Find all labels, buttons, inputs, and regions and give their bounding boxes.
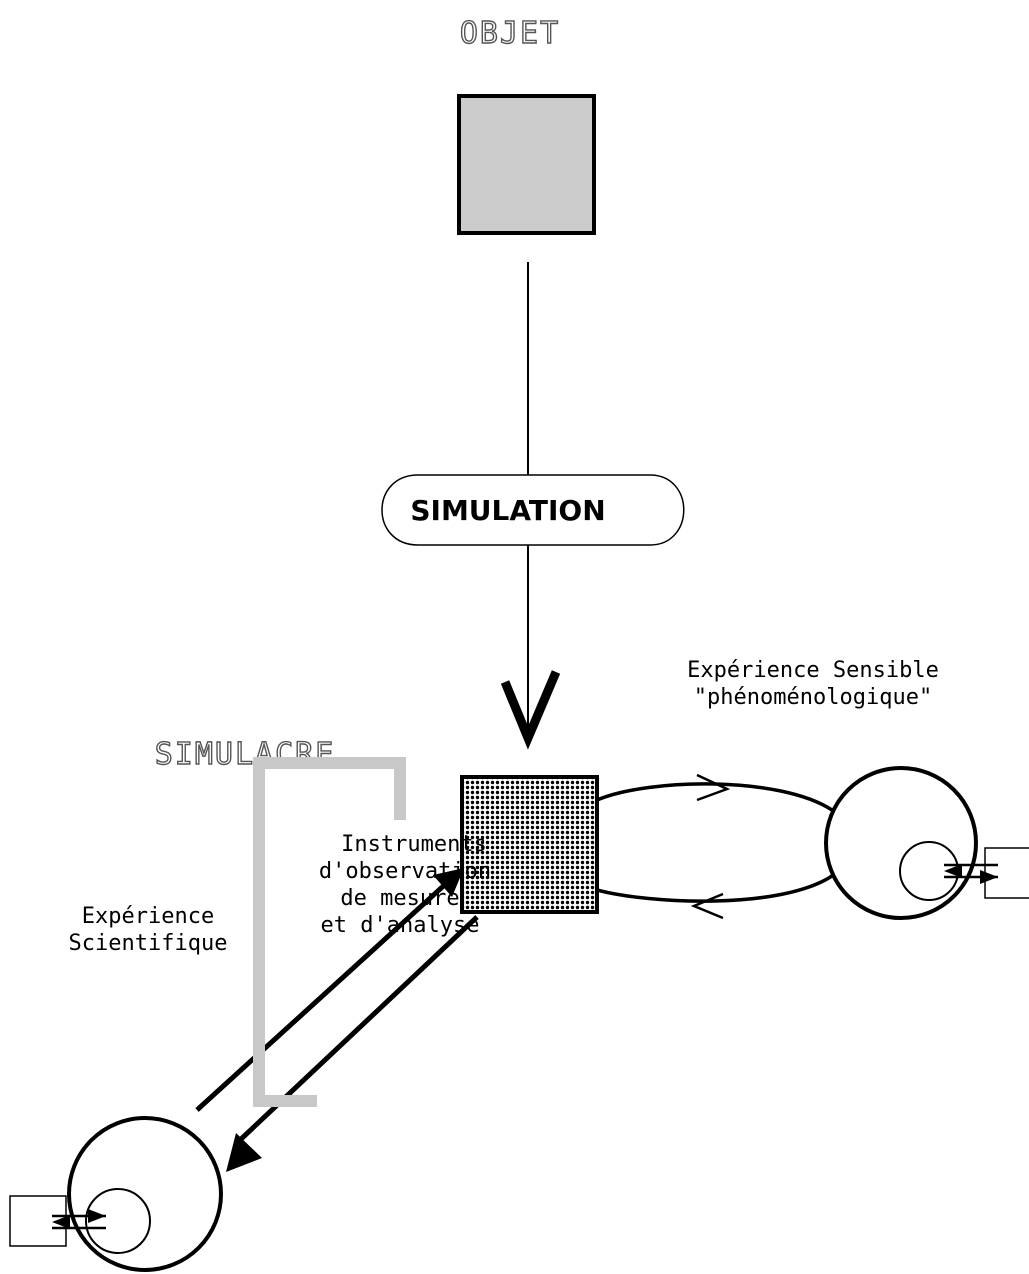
down-arrow-icon <box>500 670 561 750</box>
arrowhead-right-icon <box>980 870 998 884</box>
scientifique-label-line1: Expérience <box>82 904 214 929</box>
objet-title: OBJET <box>460 16 560 51</box>
loop-left-arrow-icon <box>690 892 724 920</box>
down-left-arrow-icon <box>226 1133 262 1172</box>
instruments-label-line3: de mesure <box>340 886 459 911</box>
instrument-frame <box>253 757 406 1107</box>
up-arrow-icon <box>433 868 464 897</box>
arrowhead-left-icon <box>944 864 962 878</box>
simulation-label: SIMULATION <box>410 494 605 527</box>
diagonal-line-up <box>195 878 452 1112</box>
sensible-loop-bottom-arc <box>596 874 833 903</box>
simulation-node: SIMULATION <box>381 474 685 546</box>
simulacre-box <box>460 775 599 914</box>
simulacre-title: SIMULACRE <box>155 737 336 772</box>
sensible-loop-top-arc <box>596 782 833 812</box>
arrowhead-left-icon-2 <box>52 1215 70 1229</box>
instruments-label-line4: et d'analyse <box>321 913 480 938</box>
sensible-label-line1: Expérience Sensible <box>687 658 939 683</box>
instruments-label-line2: d'observation <box>319 859 491 884</box>
eye-icon-left <box>67 1116 223 1272</box>
sensible-eye <box>824 766 1029 920</box>
eye-icon-right <box>824 766 978 920</box>
arrowhead-right-icon-2 <box>88 1209 106 1223</box>
eye-pupil-left <box>85 1188 151 1254</box>
scientific-eye <box>9 1116 223 1272</box>
instruments-label-line1: Instruments <box>341 832 487 857</box>
scientifique-label-line2: Scientifique <box>69 931 228 956</box>
sensible-label-line2: "phénoménologique" <box>694 685 932 710</box>
loop-right-arrow-icon <box>696 773 731 802</box>
observer-box-right <box>984 847 1029 899</box>
simulation-pill-shape <box>381 474 685 546</box>
sensible-loop <box>596 773 833 920</box>
objet-box <box>457 94 596 235</box>
